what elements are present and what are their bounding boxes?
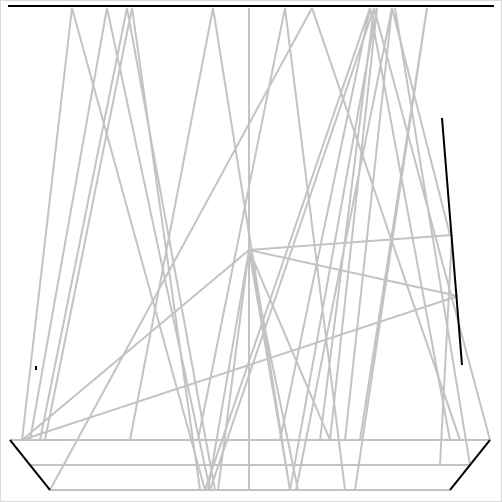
- gray-edge-27: [373, 7, 491, 441]
- gray-edge-33: [248, 249, 299, 491]
- gray-edge-9: [204, 7, 371, 491]
- gray-edge-42: [394, 7, 471, 466]
- black-edge-group: [8, 5, 494, 491]
- black-edge-3: [9, 439, 51, 491]
- gray-edge-18: [129, 7, 214, 441]
- gray-edge-14: [21, 7, 73, 441]
- gray-edge-17: [44, 7, 133, 441]
- gray-edge-22: [329, 7, 378, 441]
- gray-edge-30: [207, 249, 250, 491]
- gray-edge-15: [29, 7, 108, 441]
- gray-edge-29: [21, 249, 250, 441]
- gray-edge-34: [248, 249, 331, 441]
- gray-edge-7: [284, 7, 346, 491]
- gray-edge-37: [21, 295, 459, 441]
- gray-edge-38: [439, 234, 453, 466]
- gray-edge-11: [289, 7, 378, 491]
- black-edge-2: [441, 117, 463, 366]
- gray-edge-21: [319, 7, 375, 441]
- gray-edge-19: [197, 7, 286, 441]
- gray-edge-1: [71, 7, 206, 491]
- gray-edge-20: [279, 7, 371, 441]
- gray-edge-3: [126, 7, 216, 491]
- gray-edge-25: [311, 7, 461, 441]
- gray-edge-26: [369, 7, 451, 441]
- gray-edge-24: [359, 7, 428, 441]
- gray-edge-16: [39, 7, 128, 441]
- gray-edge-36: [248, 249, 459, 297]
- black-edge-4: [449, 439, 491, 491]
- gray-edge-2: [106, 7, 211, 491]
- gray-edge-32: [248, 249, 291, 491]
- gray-edge-10: [209, 7, 375, 491]
- gray-edge-group: [10, 7, 491, 491]
- gray-edge-35: [248, 234, 453, 251]
